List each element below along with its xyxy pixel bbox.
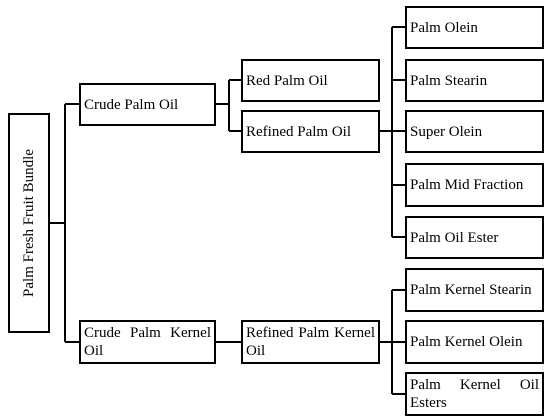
refined-palm-kernel-oil-node: Refined Palm Kernel Oil: [241, 320, 380, 364]
super-olein-node: Super Olein: [405, 110, 544, 153]
red-palm-oil-node: Red Palm Oil: [241, 59, 380, 102]
palm-oil-ester-node: Palm Oil Ester: [405, 216, 544, 259]
palm-kernel-stearin-node: Palm Kernel Stearin: [405, 268, 544, 312]
palm-stearin-node: Palm Stearin: [405, 59, 544, 102]
palm-mid-fraction-node: Palm Mid Fraction: [405, 163, 544, 207]
crude-palm-kernel-oil-node: Crude Palm Kernel Oil: [79, 320, 216, 364]
palm-olein-node: Palm Olein: [405, 6, 544, 49]
crude-palm-oil-node: Crude Palm Oil: [79, 83, 216, 126]
palm-kernel-olein-node: Palm Kernel Olein: [405, 320, 544, 364]
refined-palm-oil-node: Refined Palm Oil: [241, 110, 380, 153]
root-node-label: Palm Fresh Fruit Bundle: [21, 149, 37, 297]
palm-kernel-oil-esters-node: Palm Kernel Oil Esters: [405, 372, 544, 416]
root-node: Palm Fresh Fruit Bundle: [8, 113, 50, 333]
